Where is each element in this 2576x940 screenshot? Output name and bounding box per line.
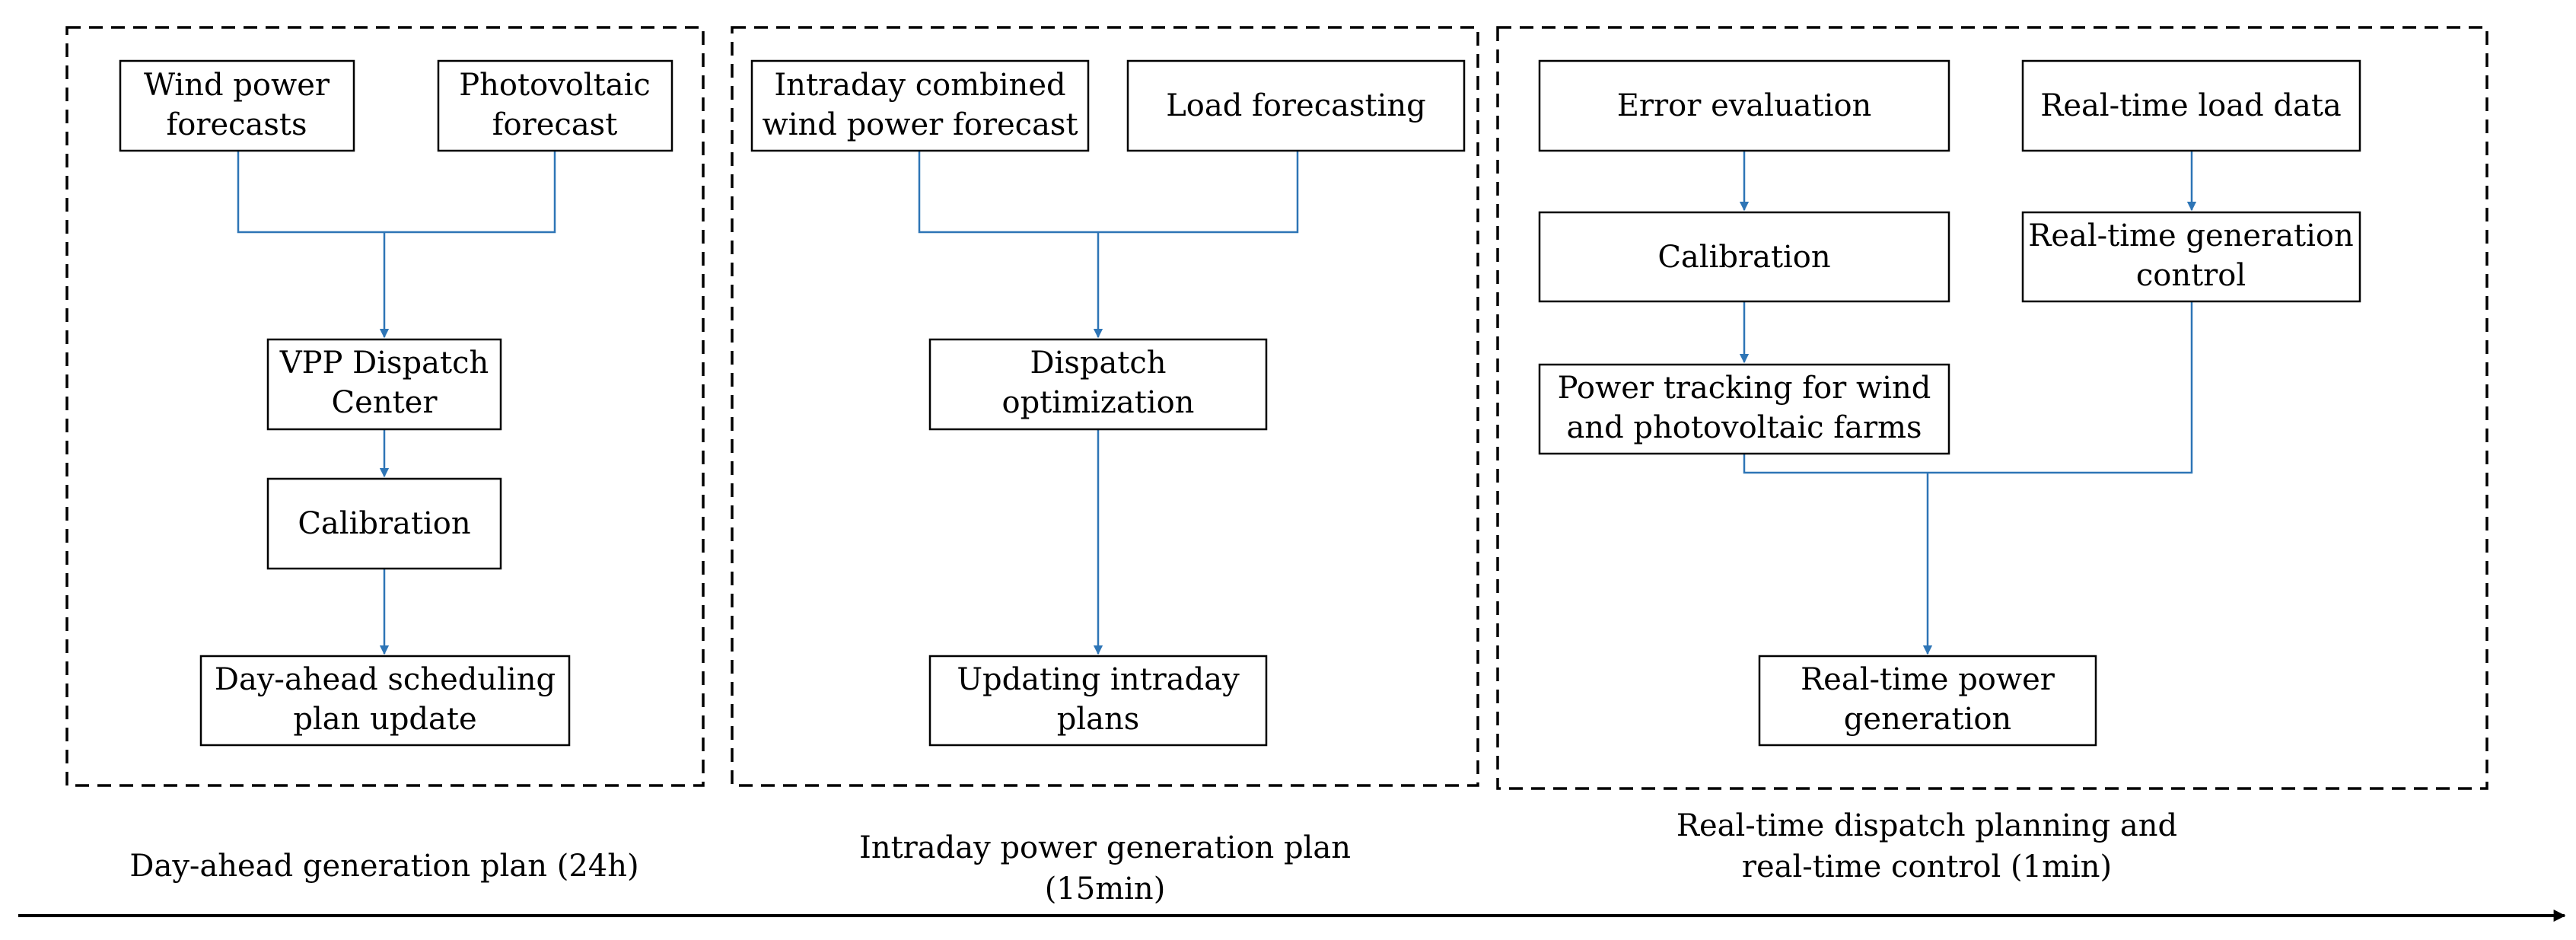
photovoltaic-forecast-box: Photovoltaic forecast [437, 59, 673, 152]
real-time-generation-control-box: Real-time generation control [2021, 211, 2361, 303]
wind-power-forecasts-label-2: forecasts [166, 107, 307, 142]
intraday-caption-line-1: Intraday power generation plan [859, 830, 1351, 865]
power-tracking-label-2: and photovoltaic farms [1566, 410, 1922, 445]
intraday-combined-forecast-box: Intraday combined wind power forecast [750, 59, 1090, 152]
intraday-panel [731, 26, 1479, 787]
connector-intraday-merge [918, 151, 1299, 234]
dispatch-optimization-label-2: optimization [1002, 385, 1195, 420]
day-ahead-panel [65, 26, 705, 787]
photovoltaic-forecast-label-1: Photovoltaic [459, 68, 651, 103]
error-evaluation-box: Error evaluation [1538, 59, 1950, 152]
real-time-caption-line-1: Real-time dispatch planning and [1676, 808, 2177, 843]
dispatch-optimization-label-1: Dispatch [1030, 346, 1166, 381]
day-ahead-plan-update-box: Day-ahead scheduling plan update [199, 655, 571, 747]
real-time-generation-control-label-2: control [2136, 258, 2246, 293]
intraday-combined-forecast-label-2: wind power forecast [762, 107, 1078, 142]
wind-power-forecasts-label-1: Wind power [144, 68, 330, 103]
load-forecasting-box: Load forecasting [1126, 59, 1466, 152]
intraday-caption-line-2: (15min) [1045, 871, 1166, 907]
power-tracking-label-1: Power tracking for wind [1558, 371, 1931, 406]
real-time-power-generation-box: Real-time power generation [1758, 655, 2097, 747]
vpp-dispatch-center-label-2: Center [332, 385, 438, 420]
photovoltaic-forecast-label-2: forecast [492, 107, 618, 142]
load-forecasting-label: Load forecasting [1166, 88, 1426, 123]
wind-power-forecasts-box: Wind power forecasts [119, 59, 355, 152]
power-tracking-box: Power tracking for wind and photovoltaic… [1538, 363, 1950, 455]
day-ahead-calibration-box: Calibration [266, 477, 502, 570]
connector-wind-merge [237, 151, 556, 234]
real-time-load-data-label: Real-time load data [2040, 88, 2342, 123]
real-time-load-data-box: Real-time load data [2021, 59, 2361, 152]
real-time-calibration-label: Calibration [1657, 240, 1830, 275]
day-ahead-plan-update-label-2: plan update [293, 702, 476, 737]
real-time-power-generation-label-2: generation [1844, 702, 2011, 737]
vpp-dispatch-center-label-1: VPP Dispatch [279, 346, 489, 381]
vpp-dispatch-center-box: VPP Dispatch Center [266, 338, 502, 431]
day-ahead-plan-update-label-1: Day-ahead scheduling [215, 662, 556, 697]
updating-intraday-plans-label-1: Updating intraday [957, 662, 1240, 697]
real-time-panel [1496, 26, 2488, 790]
real-time-generation-control-label-1: Real-time generation [2028, 218, 2354, 253]
error-evaluation-label: Error evaluation [1617, 88, 1872, 123]
updating-intraday-plans-label-2: plans [1057, 702, 1140, 737]
connector-realtime-merge [1743, 301, 2193, 474]
intraday-combined-forecast-label-1: Intraday combined [774, 68, 1065, 103]
real-time-calibration-box: Calibration [1538, 211, 1950, 303]
real-time-caption-line-2: real-time control (1min) [1742, 849, 2112, 884]
real-time-power-generation-label-1: Real-time power [1801, 662, 2055, 697]
day-ahead-caption: Day-ahead generation plan (24h) [129, 849, 638, 884]
updating-intraday-plans-box: Updating intraday plans [928, 655, 1268, 747]
dispatch-optimization-box: Dispatch optimization [928, 338, 1268, 431]
day-ahead-calibration-label: Calibration [298, 506, 470, 541]
